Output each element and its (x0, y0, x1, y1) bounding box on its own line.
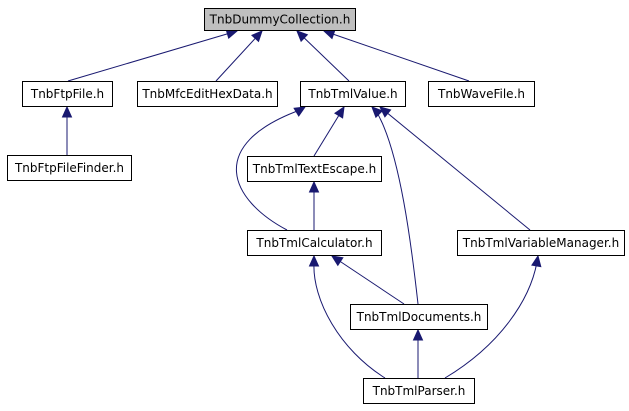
node-ftpfinder[interactable]: TnbFtpFileFinder.h (7, 155, 132, 181)
node-box (350, 304, 488, 330)
node-tmlvalue[interactable]: TnbTmlValue.h (300, 81, 406, 107)
node-label: TnbFtpFile.h (30, 87, 104, 101)
node-box (300, 81, 406, 107)
node-label: TnbDummyCollection.h (209, 13, 351, 27)
node-ftpfile[interactable]: TnbFtpFile.h (22, 81, 113, 107)
edge-parser-to-calculator (308, 254, 386, 379)
edge-arrowhead (379, 106, 392, 118)
edge-documents-to-calculator (330, 255, 405, 305)
node-box (363, 378, 475, 404)
edge-varmanager-to-tmlvalue (379, 106, 531, 231)
node-documents[interactable]: TnbTmlDocuments.h (350, 304, 488, 330)
node-box (204, 8, 356, 31)
edge-wavefile-to-collection (322, 29, 470, 82)
node-box (22, 81, 113, 107)
edge-tmlvalue-to-collection (296, 30, 350, 82)
edge-arrowhead (308, 254, 320, 267)
node-calculator[interactable]: TnbTmlCalculator.h (247, 230, 382, 256)
edge-arrowhead (334, 105, 345, 119)
edge-documents-to-tmlvalue (371, 106, 419, 305)
node-label: TnbTmlVariableManager.h (462, 236, 619, 250)
edge-mfcedit-to-collection (215, 30, 263, 82)
edge-parser-to-documents (412, 328, 424, 378)
edge-arrowhead (531, 254, 542, 268)
node-box (7, 155, 132, 181)
edge-line (375, 110, 419, 305)
edge-arrowhead (412, 328, 424, 341)
edge-arrowhead (293, 106, 307, 117)
edge-line (331, 255, 405, 305)
node-label: TnbTmlTextEscape.h (252, 162, 376, 176)
edge-arrowhead (251, 30, 263, 43)
edge-arrowhead (322, 29, 336, 40)
node-label: TnbTmlValue.h (307, 87, 397, 101)
edge-line (215, 30, 263, 82)
node-label: TnbFtpFileFinder.h (14, 161, 124, 175)
edge-calculator-to-tmlvalue (236, 106, 307, 231)
node-box (247, 230, 382, 256)
node-box (247, 156, 382, 182)
node-collection: TnbDummyCollection.h (204, 8, 356, 31)
edge-parser-to-varmanager (444, 254, 542, 379)
edge-line (67, 30, 238, 82)
edge-line (236, 109, 301, 231)
edge-ftpfinder-to-ftpfile (61, 105, 73, 155)
node-wavefile[interactable]: TnbWaveFile.h (428, 81, 535, 107)
edge-calculator-to-textescape (308, 180, 320, 230)
edge-arrowhead (330, 255, 344, 267)
node-mfcedit[interactable]: TnbMfcEditHexData.h (137, 81, 278, 107)
edge-ftpfile-to-collection (67, 28, 239, 82)
edge-line (444, 261, 538, 379)
node-label: TnbTmlCalculator.h (255, 236, 372, 250)
node-box (457, 230, 625, 256)
node-label: TnbTmlParser.h (372, 384, 466, 398)
edge-line (323, 30, 470, 82)
node-textescape[interactable]: TnbTmlTextEscape.h (247, 156, 382, 182)
edge-textescape-to-tmlvalue (313, 105, 345, 157)
edge-arrowhead (371, 106, 384, 119)
edge-line (296, 30, 350, 82)
node-label: TnbMfcEditHexData.h (141, 87, 272, 101)
node-box (137, 81, 278, 107)
node-varmanager[interactable]: TnbTmlVariableManager.h (457, 230, 625, 256)
node-label: TnbWaveFile.h (437, 87, 525, 101)
node-label: TnbTmlDocuments.h (356, 310, 482, 324)
edge-line (313, 261, 386, 379)
node-parser[interactable]: TnbTmlParser.h (363, 378, 475, 404)
node-box (428, 81, 535, 107)
edge-arrowhead (296, 30, 309, 43)
edge-line (379, 106, 531, 231)
edge-arrowhead (61, 105, 73, 118)
edge-arrowhead (308, 180, 320, 193)
